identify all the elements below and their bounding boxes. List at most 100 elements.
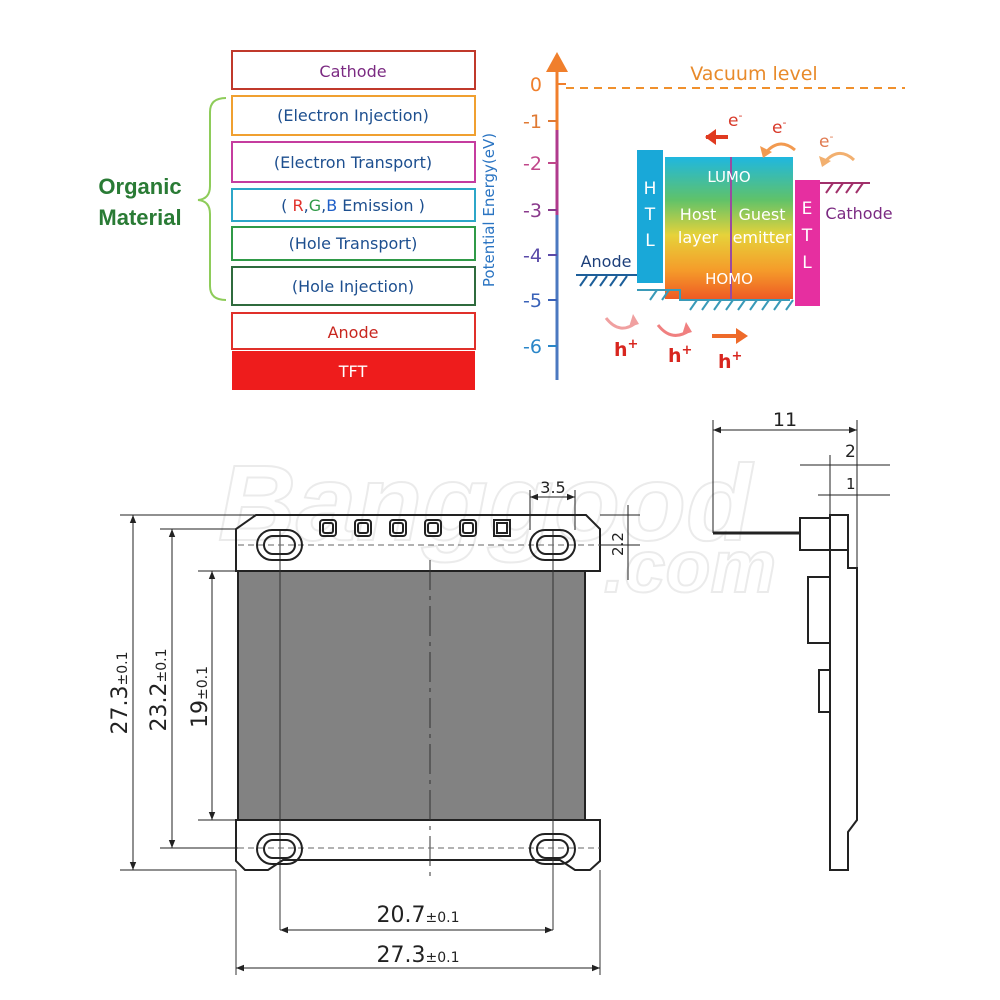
hole-symbol: h+ — [668, 343, 692, 367]
dim-pad-width: 3.5 — [540, 478, 565, 497]
tick-1: -1 — [523, 111, 557, 133]
dim-side-b: 1 — [846, 475, 856, 493]
hole-injection-box — [231, 266, 476, 306]
electron-transport-label: (Electron Transport) — [274, 153, 432, 172]
tick-2: -2 — [523, 153, 557, 175]
organic-label-line1: Organic — [98, 174, 181, 199]
tft-box — [232, 351, 475, 390]
host-label-line1: Host — [680, 205, 716, 224]
energy-axis-label: Potential Energy(eV) — [480, 133, 498, 287]
cathode-box — [231, 50, 476, 90]
energy-diagram: Potential Energy(eV) 0 -1 -2 -3 -4 -5 — [480, 52, 905, 380]
tick-5: -5 — [523, 290, 557, 312]
layer-stack: Cathode (Electron Injection) (Electron T… — [98, 50, 476, 390]
dim-width-outer: 27.3±0.1 — [377, 943, 460, 968]
pin-1 — [319, 519, 337, 537]
mount-hole-bottom-right — [529, 833, 576, 865]
electron-2: e- — [760, 116, 796, 158]
emission-g: G — [309, 196, 321, 215]
anode-side-label: Anode — [581, 252, 632, 271]
electron-injection-label: (Electron Injection) — [277, 106, 429, 125]
mount-hole-top-left — [256, 529, 303, 561]
pin-4 — [424, 519, 442, 537]
hole-3: h+ — [712, 328, 748, 373]
dim-side-total: 11 — [773, 409, 797, 431]
vacuum-level-label: Vacuum level — [690, 63, 817, 85]
emission-b: B — [326, 196, 337, 215]
anode-label: Anode — [328, 323, 379, 342]
electron-transport-box — [231, 141, 476, 183]
organic-brace — [197, 97, 227, 301]
hole-injection-label: (Hole Injection) — [292, 277, 414, 296]
dim-side-a: 2 — [845, 442, 856, 462]
dim-height-outer: 27.3±0.1 — [108, 652, 133, 735]
dim-width-hole-span: 20.7±0.1 — [377, 903, 460, 928]
hole-symbol: h+ — [614, 337, 638, 361]
tick-4: -4 — [523, 245, 557, 267]
cathode-side-label: Cathode — [825, 204, 892, 223]
host-label-line2: layer — [678, 228, 719, 247]
pin-5 — [459, 519, 477, 537]
emission-open: ( — [281, 196, 287, 215]
electron-symbol: e- — [819, 130, 833, 152]
watermark-brand: Banggood — [218, 442, 754, 563]
homo-label: HOMO — [705, 270, 753, 288]
electron-injection-box — [231, 95, 476, 136]
etl-letter-l: L — [802, 253, 812, 273]
dim-height-display: 19±0.1 — [188, 666, 213, 728]
cathode-hatch — [825, 182, 864, 194]
tick-label-6: -6 — [523, 336, 542, 358]
side-dimension-labels: 11 2 1 — [773, 409, 856, 493]
side-component-2 — [818, 669, 831, 713]
hole-1: h+ — [604, 314, 639, 361]
etl-letter-t: T — [801, 226, 813, 246]
tft-label: TFT — [338, 362, 368, 381]
guest-label-line1: Guest — [739, 205, 786, 224]
pin-3 — [389, 519, 407, 537]
tick-label-4: -4 — [523, 245, 542, 267]
pin-2 — [354, 519, 372, 537]
anode-box — [231, 312, 476, 350]
side-pcb — [829, 514, 858, 871]
homo-base-hatch — [637, 289, 794, 311]
emission-rest: Emission ) — [337, 196, 425, 215]
watermark: Banggood .com — [217, 441, 777, 609]
tick-0: 0 — [530, 74, 566, 96]
tick-label-5: -5 — [523, 290, 542, 312]
hole-symbol: h+ — [718, 349, 742, 373]
electron-3: e- — [819, 130, 856, 167]
mount-hole-bottom-left — [256, 833, 303, 865]
side-component-1 — [807, 576, 831, 644]
electron-symbol: e- — [772, 116, 786, 138]
etl-block — [795, 180, 820, 306]
tick-label-1: -1 — [523, 111, 542, 133]
hole-transport-label: (Hole Transport) — [289, 234, 418, 253]
hole-2: h+ — [656, 322, 692, 367]
front-dimension-labels: 27.3±0.1 23.2±0.1 19±0.1 3.5 2.2 20.7±0.… — [108, 478, 627, 968]
dim-pad-offset: 2.2 — [609, 532, 627, 556]
header-pins — [319, 519, 511, 537]
dim-height-pcb: 23.2±0.1 — [147, 649, 172, 732]
etl-letter-e: E — [802, 199, 813, 219]
side-header — [799, 517, 831, 551]
tick-label-3: -3 — [523, 200, 542, 222]
front-dimensions — [120, 490, 640, 972]
emission-label: ( R,G,B Emission ) — [281, 196, 425, 215]
cathode-label: Cathode — [319, 62, 386, 81]
emitter-band-block — [665, 157, 793, 299]
tick-label-0: 0 — [530, 74, 542, 96]
energy-axis-arrow-icon — [546, 52, 568, 72]
guest-label-line2: emitter — [733, 228, 792, 247]
tick-3: -3 — [523, 200, 557, 222]
tick-6: -6 — [523, 336, 557, 358]
electron-1: e- — [705, 109, 742, 145]
watermark-domain: .com — [604, 525, 777, 608]
anode-hatch — [579, 275, 628, 287]
side-view — [713, 514, 858, 871]
htl-letter-l: L — [645, 231, 655, 251]
htl-letter-h: H — [644, 179, 657, 199]
hole-transport-box — [231, 226, 476, 261]
tick-label-2: -2 — [523, 153, 542, 175]
front-view — [235, 514, 610, 975]
